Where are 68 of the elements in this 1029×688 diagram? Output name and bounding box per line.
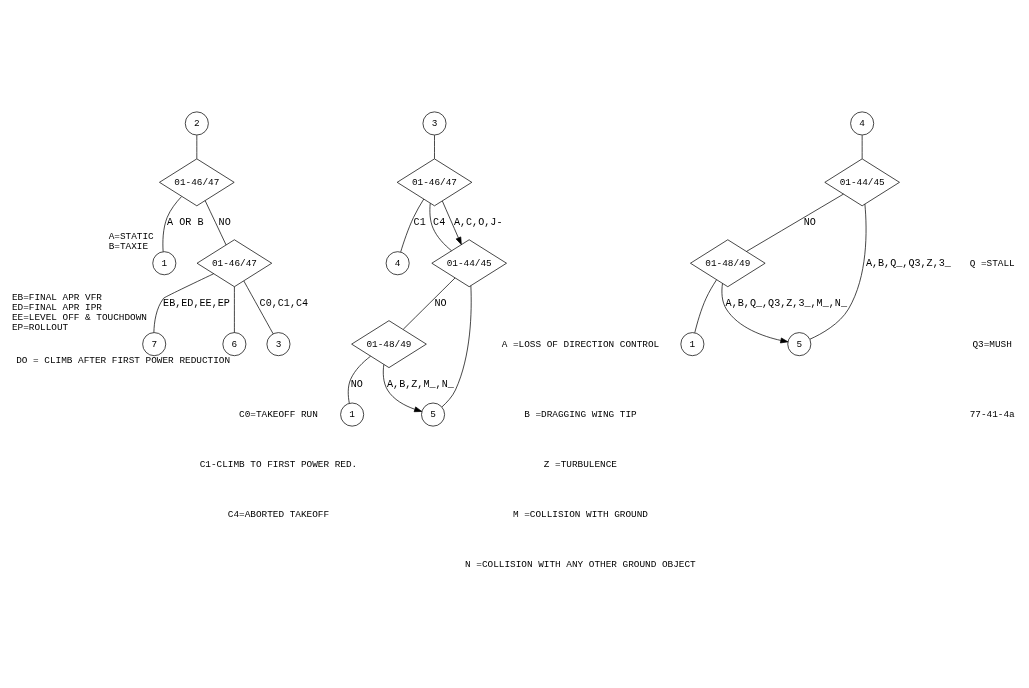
edge-label: C4 [433,216,446,228]
node-circle: 1 [680,331,705,356]
edge-label: A,C,O,J- [453,216,503,228]
node-diamond: 01-44/45 [824,158,900,206]
label: B =DRAGGING WING TIP [524,408,637,420]
connector [204,199,227,245]
edge-label: EB,ED,EE,EP [163,297,230,309]
connector [441,284,472,407]
node-circle: 1 [340,402,365,426]
node-circle: 6 [222,331,247,356]
label: Q =STALL [969,257,1015,269]
label: C4=ABORTED TAKEOFF [227,508,330,520]
label: A =LOSS OF DIRECTION CONTROL [501,338,660,350]
edge-label: NO [803,216,816,228]
edge-label: NO [218,216,231,228]
node-circle: 3 [422,111,447,135]
edge-label: C1 [413,216,426,228]
node-label: EB=FINAL APR VFR [11,291,102,303]
edge-label: NO [350,378,363,390]
connector [746,193,844,252]
connector [694,279,717,333]
connector [347,355,371,403]
connector [243,280,274,334]
arrow [442,200,462,245]
node-label: B=TAXIE [108,240,149,252]
edge-label: A,B,Z,M_,N_ [387,378,454,390]
node-diamond: 01-46/47 [159,158,235,206]
node-circle: 3 [266,331,291,356]
edge-label: NO [434,297,447,309]
arrow [382,363,423,412]
connector [861,134,863,159]
label: N =COLLISION WITH ANY OTHER GROUND OBJECT [465,558,696,570]
node-diamond: 01-46/47 [196,238,273,287]
node-label: A=STATIC [108,230,154,242]
node-circle: 4 [385,250,410,275]
node-circle: 5 [787,331,812,356]
connector [429,202,452,251]
edge-label: A,B,Q_,Q3,Z,3_,M_,N_ [725,297,847,309]
node-label: EP=ROLLOUT [11,321,69,333]
node-circle: 5 [421,402,445,426]
connector [809,203,867,340]
edge-label: C0,C1,C4 [259,297,309,309]
connector [196,134,198,159]
node-diamond: 01-48/49 [351,319,427,368]
connector [162,195,182,252]
label: Q3=MUSH [972,338,1012,350]
label: Z =TURBULENCE [543,458,617,470]
connector [402,277,456,330]
connector [234,285,235,333]
node-diamond: 01-48/49 [690,238,766,287]
node-circle: 2 [184,111,209,135]
node-circle: 1 [152,250,177,275]
connector [434,134,435,159]
node-label: EE=LEVEL OFF & TOUCHDOWN [11,311,147,323]
connector [153,272,215,333]
node-label: DO = CLIMB AFTER FIRST POWER REDUCTION [16,354,231,366]
edge-label: A,B,Q_,Q3,Z,3_ [865,257,951,269]
arrow [721,282,789,343]
node-diamond: 01-46/47 [396,158,473,206]
connector [400,198,425,252]
label: 77-41-4a [969,408,1015,420]
label: C1-CLIMB TO FIRST POWER RED. [199,458,358,470]
edge-label: A OR B [167,216,204,228]
node-circle: 7 [142,331,167,356]
node-label: ED=FINAL APR IPR [11,301,102,313]
label: M =COLLISION WITH GROUND [512,508,648,520]
label: C0=TAKEOFF RUN [239,408,318,420]
node-circle: 4 [850,111,875,135]
